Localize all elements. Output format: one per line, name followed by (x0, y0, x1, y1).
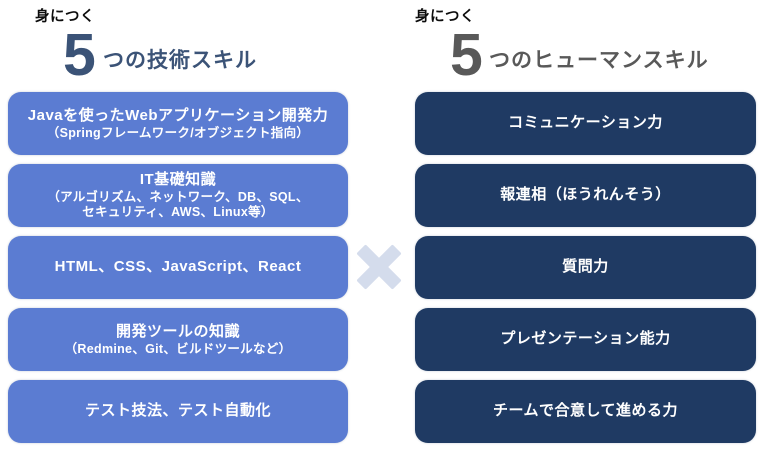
tech-skill-title: 開発ツールの知識 (115, 322, 240, 340)
tech-skill-subtitle: （Springフレームワーク/オブジェクト指向） (46, 125, 310, 140)
human-skill-box-communication: コミュニケーション力 (415, 92, 756, 155)
tech-skill-box-frontend: HTML、CSS、JavaScript、React (8, 236, 348, 299)
multiply-symbol-text: × (356, 244, 357, 245)
human-skills-header: 身につく 5 つのヒューマンスキル (415, 0, 756, 92)
human-skill-box-team-consensus: チームで合意して進める力 (415, 380, 756, 443)
human-headline: つのヒューマンスキル (489, 49, 709, 72)
human-skill-box-questioning: 質問力 (415, 236, 756, 299)
tech-headline: つの技術スキル (103, 49, 257, 72)
tech-skill-subtitle: セキュリティ、AWS、Linux等） (82, 204, 274, 219)
tech-skill-box-java: Javaを使ったWebアプリケーション開発力 （Springフレームワーク/オブ… (8, 92, 348, 155)
tech-skill-title: Javaを使ったWebアプリケーション開発力 (27, 106, 329, 124)
human-skills-column: 身につく 5 つのヒューマンスキル コミュニケーション力 報連相（ほうれんそう）… (415, 0, 756, 454)
multiply-icon: × (355, 243, 402, 290)
tech-skill-box-it-basics: IT基礎知識 （アルゴリズム、ネットワーク、DB、SQL、 セキュリティ、AWS… (8, 164, 348, 227)
tech-skills-header: 身につく 5 つの技術スキル (8, 0, 348, 92)
human-skill-title: チームで合意して進める力 (492, 402, 679, 420)
tech-count-number: 5 (63, 22, 96, 88)
human-skill-title: 質問力 (562, 258, 609, 276)
tech-skill-subtitle: （Redmine、Git、ビルドツールなど） (64, 341, 292, 356)
human-skill-title: プレゼンテーション能力 (500, 330, 671, 348)
tech-skill-box-testing: テスト技法、テスト自動化 (8, 380, 348, 443)
human-skill-title: コミュニケーション力 (508, 114, 663, 132)
human-skill-title: 報連相（ほうれんそう） (500, 186, 671, 204)
tech-skill-title: テスト技法、テスト自動化 (84, 402, 271, 420)
tech-skill-title: HTML、CSS、JavaScript、React (54, 258, 302, 276)
human-count-number: 5 (450, 22, 483, 88)
tech-skill-title: IT基礎知識 (139, 171, 217, 189)
tech-eyebrow: 身につく (35, 9, 95, 25)
human-eyebrow: 身につく (415, 9, 475, 25)
tech-skill-box-dev-tools: 開発ツールの知識 （Redmine、Git、ビルドツールなど） (8, 308, 348, 371)
tech-skill-subtitle: （アルゴリズム、ネットワーク、DB、SQL、 (47, 190, 309, 205)
tech-skill-list: Javaを使ったWebアプリケーション開発力 （Springフレームワーク/オブ… (8, 92, 348, 443)
human-skill-box-presentation: プレゼンテーション能力 (415, 308, 756, 371)
tech-skills-column: 身につく 5 つの技術スキル Javaを使ったWebアプリケーション開発力 （S… (8, 0, 348, 454)
human-skill-box-hourensou: 報連相（ほうれんそう） (415, 164, 756, 227)
human-skill-list: コミュニケーション力 報連相（ほうれんそう） 質問力 プレゼンテーション能力 チ… (415, 92, 756, 443)
